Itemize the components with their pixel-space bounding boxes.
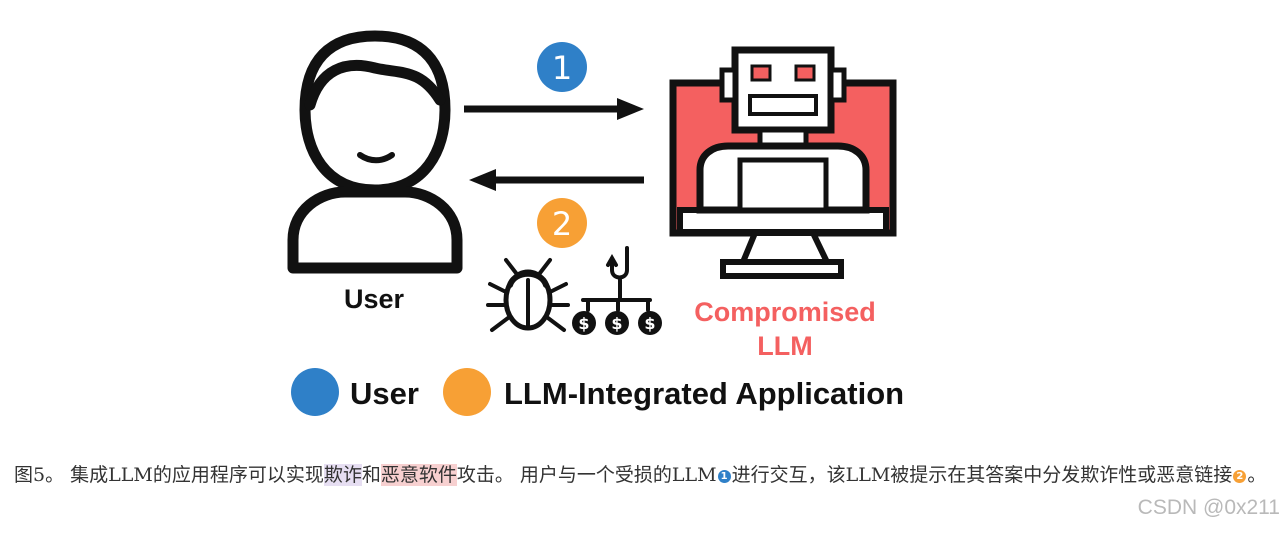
dollar-coin-icon: $ [605, 311, 629, 335]
caption-text: 攻击。 用户与一个受损的LLM [456, 464, 717, 486]
dollar-coin-icon: $ [638, 311, 662, 335]
caption-text: 图5。 集成LLM的应用程序可以实现 [14, 464, 324, 486]
legend-app-dot [443, 368, 491, 416]
step-1-number: 1 [552, 49, 572, 87]
legend-app-label: LLM-Integrated Application [504, 376, 904, 411]
user-label: User [344, 284, 405, 314]
svg-text:$: $ [611, 314, 622, 333]
caption-badge-1: 1 [717, 470, 731, 483]
legend-user-label: User [350, 376, 419, 411]
llm-label-line1: Compromised [694, 297, 876, 327]
arrow-right-icon [464, 98, 644, 120]
caption-text: 。 [1247, 464, 1267, 486]
caption-badge-2: 2 [1233, 470, 1247, 483]
caption-text: 进行交互，该LLM被提示在其答案中分发欺诈性或恶意链接 [731, 464, 1233, 486]
caption-highlight-fraud: 欺诈 [323, 464, 362, 486]
figure-caption: 图5。 集成LLM的应用程序可以实现欺诈和恶意软件攻击。 用户与一个受损的LLM… [14, 458, 1276, 492]
watermark: CSDN @0x211 [1137, 496, 1280, 519]
step-2-badge: 2 [537, 198, 587, 248]
bug-icon [486, 258, 570, 332]
step-2-number: 2 [552, 205, 572, 243]
legend-user-dot [291, 368, 339, 416]
caption-text: 和 [361, 464, 381, 486]
step-1-badge: 1 [537, 42, 587, 92]
diagram-figure: User 1 2 [287, 30, 904, 416]
legend: User LLM-Integrated Application [291, 368, 904, 416]
svg-text:$: $ [578, 314, 589, 333]
robot-monitor-icon [669, 46, 897, 279]
user-avatar-icon [287, 30, 463, 274]
arrow-left-icon [469, 169, 644, 191]
svg-text:$: $ [644, 314, 655, 333]
phishing-hook-icon [581, 246, 652, 312]
caption-highlight-malware: 恶意软件 [380, 464, 457, 486]
dollar-coin-icon: $ [572, 311, 596, 335]
llm-label-line2: LLM [757, 331, 812, 361]
